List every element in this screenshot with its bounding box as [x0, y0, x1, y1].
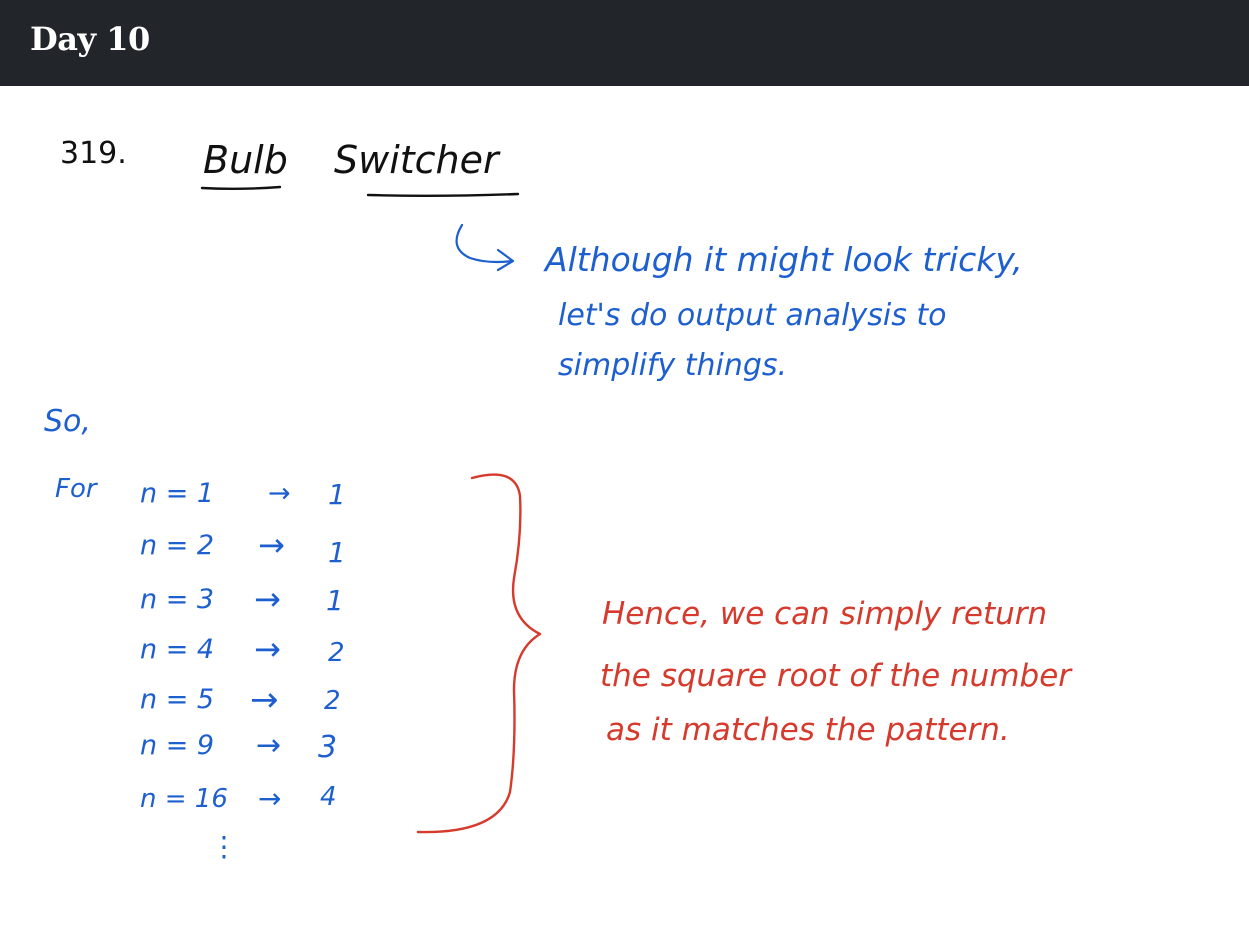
note-red-line-3: as it matches the pattern. — [606, 712, 1010, 748]
note-blue-line-2: let's do output analysis to — [558, 298, 947, 333]
row-n: n = 5 — [140, 684, 215, 715]
problem-title-word2: Switcher — [334, 138, 499, 182]
row-n: n = 4 — [140, 634, 215, 665]
row-arrow: → — [256, 728, 282, 763]
for-label: For — [55, 474, 97, 504]
row-arrow: → — [254, 580, 281, 618]
row-n: n = 2 — [140, 530, 215, 561]
row-output: 1 — [328, 536, 346, 569]
day-title: Day 10 — [30, 20, 150, 58]
curly-brace — [416, 473, 542, 834]
row-n: n = 1 — [140, 478, 215, 509]
row-arrow: → — [258, 782, 282, 815]
row-output: 3 — [318, 730, 338, 765]
note-blue-line-3: simplify things. — [558, 348, 788, 383]
title-underline-2 — [366, 192, 520, 197]
row-arrow: → — [258, 526, 285, 564]
title-underline-1 — [200, 185, 282, 190]
row-n: n = 16 — [140, 784, 228, 814]
hooked-arrow-icon — [455, 223, 515, 272]
problem-title-word1: Bulb — [203, 138, 288, 182]
row-output: 1 — [328, 478, 346, 511]
header-bar: Day 10 — [0, 0, 1249, 86]
problem-number: 319. — [60, 136, 127, 171]
so-label: So, — [44, 404, 91, 439]
row-arrow: → — [268, 478, 291, 509]
row-n: n = 3 — [140, 584, 215, 615]
row-output: 4 — [320, 782, 337, 812]
row-output: 2 — [328, 638, 345, 668]
row-n: n = 9 — [140, 730, 215, 761]
ellipsis: ⋮ — [210, 830, 238, 863]
row-arrow: → — [254, 630, 281, 668]
note-blue-line-1: Although it might look tricky, — [545, 240, 1023, 279]
row-output: 1 — [326, 584, 344, 617]
note-red-line-2: the square root of the number — [600, 658, 1072, 694]
note-red-line-1: Hence, we can simply return — [602, 596, 1048, 632]
row-output: 2 — [324, 686, 341, 716]
row-arrow: → — [250, 680, 279, 720]
